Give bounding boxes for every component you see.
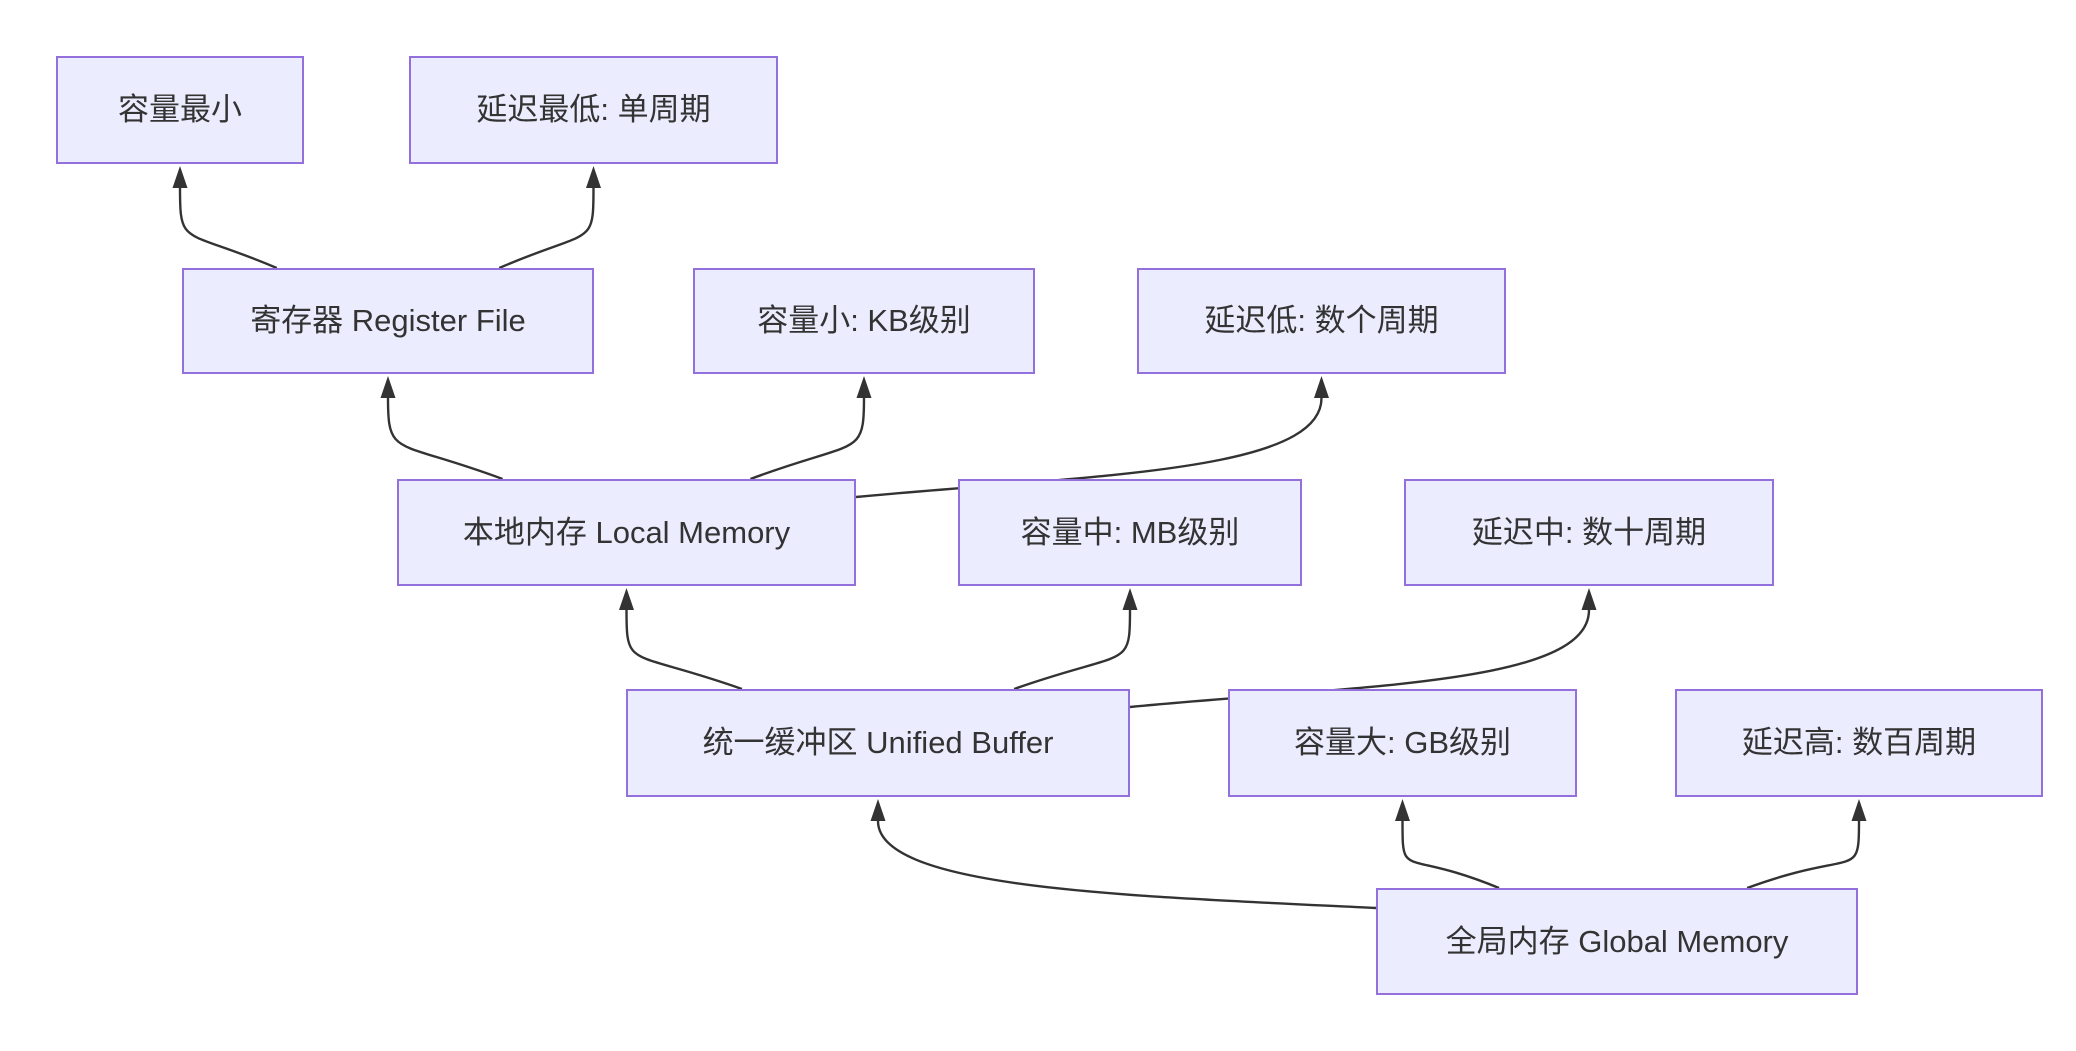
node-label: 寄存器 Register File	[250, 303, 526, 339]
arrowhead-icon	[1314, 376, 1329, 398]
arrowhead-icon	[870, 799, 886, 821]
arrowhead-icon	[1395, 799, 1410, 821]
node-latency-high: 延迟高: 数百周期	[1675, 689, 2043, 797]
node-label: 本地内存 Local Memory	[462, 514, 791, 550]
edge-local-memory-to-cap-small	[750, 397, 866, 481]
node-label: 延迟低: 数个周期	[1204, 303, 1439, 339]
arrowhead-icon	[1851, 799, 1867, 821]
node-label: 统一缓冲区 Unified Buffer	[702, 725, 1054, 761]
node-label: 延迟中: 数十周期	[1471, 514, 1707, 550]
node-capacity-medium: 容量中: MB级别	[958, 479, 1302, 586]
node-capacity-small: 容量小: KB级别	[693, 268, 1035, 374]
node-label: 容量小: KB级别	[757, 303, 971, 339]
node-latency-low: 延迟低: 数个周期	[1137, 268, 1506, 374]
arrowhead-icon	[1122, 588, 1138, 610]
edge-register-file-to-lat-min	[498, 187, 595, 270]
node-register-file: 寄存器 Register File	[182, 268, 594, 374]
node-global-memory: 全局内存 Global Memory	[1376, 888, 1858, 995]
arrowhead-icon	[172, 166, 188, 188]
node-label: 延迟最低: 单周期	[476, 92, 711, 128]
arrowhead-icon	[586, 166, 601, 188]
node-latency-medium: 延迟中: 数十周期	[1404, 479, 1774, 586]
node-label: 延迟高: 数百周期	[1741, 725, 1977, 761]
edge-register-file-to-cap-min	[178, 187, 278, 270]
edge-global-memory-to-lat-high	[1746, 820, 1861, 890]
edge-global-memory-to-unified-buffer	[876, 820, 1377, 910]
node-label: 容量大: GB级别	[1293, 725, 1511, 761]
node-capacity-smallest: 容量最小	[56, 56, 304, 164]
node-label: 容量中: MB级别	[1020, 514, 1240, 550]
arrowhead-icon	[1581, 588, 1597, 610]
edge-unified-buffer-to-cap-mid	[1013, 609, 1132, 691]
node-capacity-large: 容量大: GB级别	[1228, 689, 1577, 797]
node-label: 容量最小	[118, 92, 242, 128]
node-unified-buffer: 统一缓冲区 Unified Buffer	[626, 689, 1130, 797]
arrowhead-icon	[380, 376, 396, 398]
edge-global-memory-to-cap-large	[1401, 820, 1500, 890]
arrowhead-icon	[619, 588, 634, 610]
edge-unified-buffer-to-local-memory	[625, 609, 743, 691]
edge-local-memory-to-register-file	[386, 397, 503, 481]
node-latency-lowest: 延迟最低: 单周期	[409, 56, 778, 164]
node-label: 全局内存 Global Memory	[1445, 923, 1789, 959]
arrowhead-icon	[856, 376, 872, 398]
node-local-memory: 本地内存 Local Memory	[397, 479, 856, 586]
